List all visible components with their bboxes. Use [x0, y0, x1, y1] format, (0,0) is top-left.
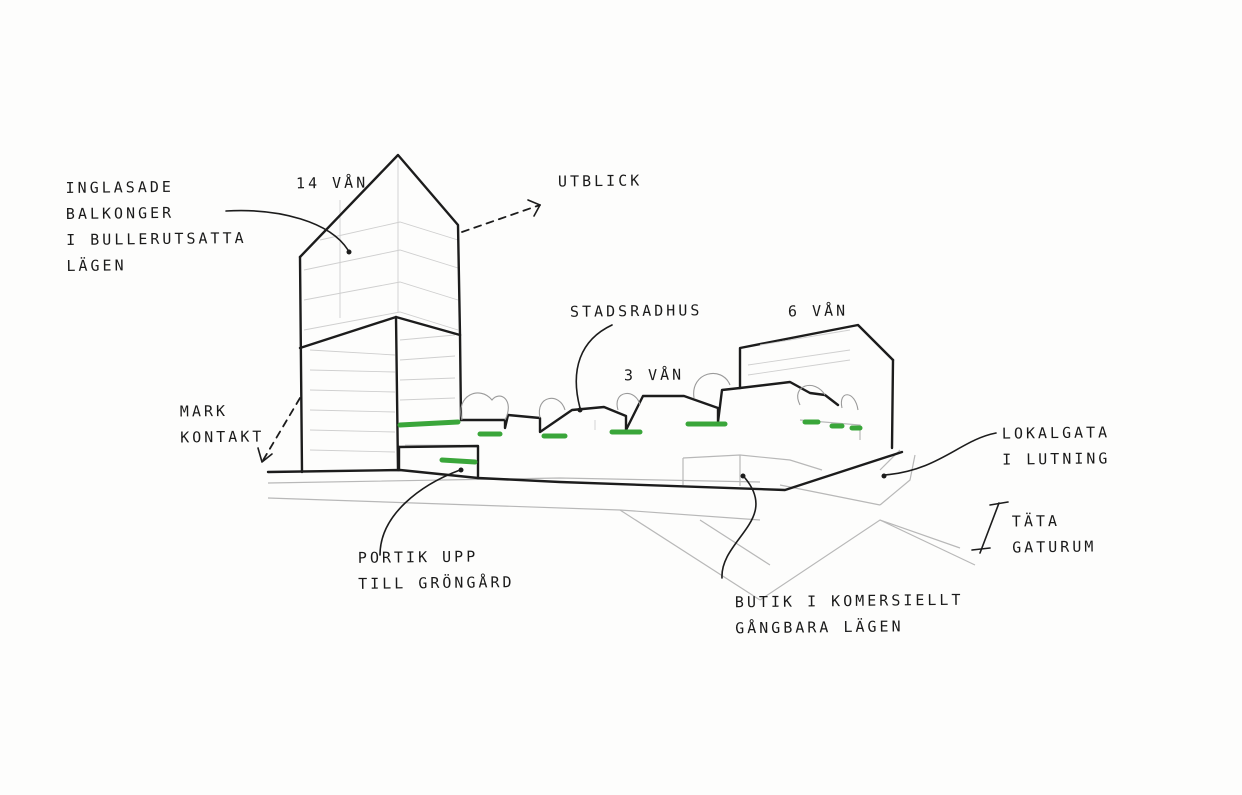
label-row-floors: 3 VÅN	[624, 362, 684, 389]
label-portik: PORTIK UPP TILL GRÖNGÅRD	[358, 543, 515, 597]
label-line: STADSRADHUS	[569, 301, 703, 321]
label-line: KONTAKT	[180, 427, 265, 447]
label-line: I BULLERUTSATTA	[66, 229, 247, 249]
row-houses	[459, 323, 895, 486]
label-line: TÄTA	[1011, 511, 1061, 531]
label-block-floors: 6 VÅN	[788, 298, 848, 325]
label-line: I LUTNING	[1002, 449, 1111, 469]
trees	[460, 373, 859, 421]
label-lokalgata: LOKALGATA I LUTNING	[1002, 419, 1111, 472]
label-utblick: UTBLICK	[558, 168, 642, 195]
portik-block	[396, 444, 480, 480]
label-line: 14 VÅN	[295, 173, 369, 193]
label-line: 6 VÅN	[787, 301, 849, 321]
label-line: UTBLICK	[557, 171, 643, 191]
label-line: INGLASADE	[65, 177, 174, 197]
label-line: GÅNGBARA LÄGEN	[735, 617, 904, 638]
tower-building	[298, 153, 463, 474]
tower-facade-hatching	[303, 160, 460, 453]
label-line: MARK	[179, 401, 229, 421]
label-line: BALKONGER	[65, 203, 175, 223]
label-line: 3 VÅN	[623, 365, 685, 385]
ground-line	[266, 450, 904, 492]
label-mark-kontakt: MARK KONTAKT	[180, 398, 265, 451]
green-roofs	[397, 419, 863, 465]
label-line: LOKALGATA	[1001, 423, 1111, 443]
label-stadsradhus: STADSRADHUS	[570, 297, 703, 324]
label-line: PORTIK UPP	[357, 547, 479, 567]
label-line: LÄGEN	[66, 256, 127, 275]
label-line: GATURUM	[1012, 537, 1097, 557]
label-tata-gaturum: TÄTA GATURUM	[1012, 508, 1097, 561]
label-butik: BUTIK I KOMERSIELLT GÅNGBARA LÄGEN	[735, 587, 964, 641]
street-pencil-lines	[267, 449, 976, 601]
label-tower-floors: 14 VÅN	[296, 170, 368, 197]
label-inglasade-balkonger: INGLASADE BALKONGER I BULLERUTSATTA LÄGE…	[65, 173, 247, 279]
label-line: TILL GRÖNGÅRD	[358, 573, 515, 593]
leader-lines	[225, 199, 1009, 579]
label-line: BUTIK I KOMERSIELLT	[734, 590, 964, 612]
